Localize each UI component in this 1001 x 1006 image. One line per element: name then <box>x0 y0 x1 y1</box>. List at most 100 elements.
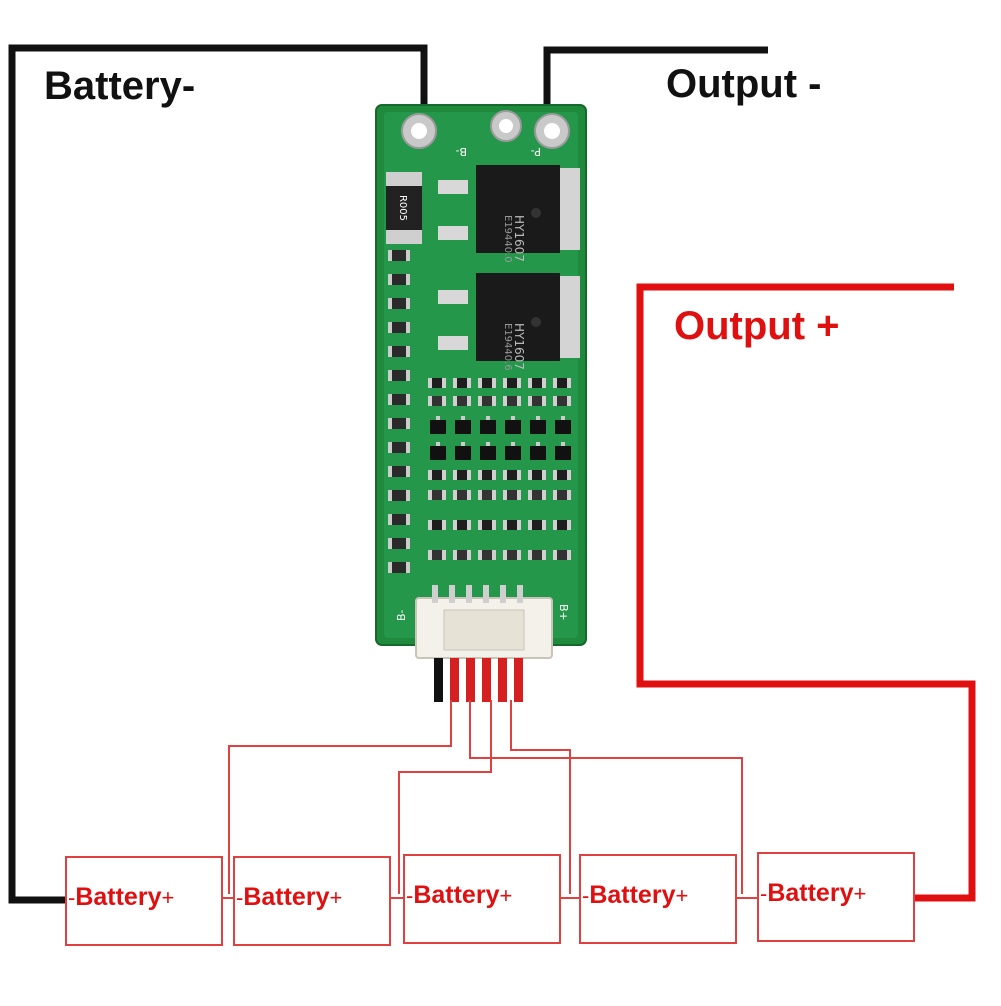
pad-p-minus-label: P- <box>531 145 541 158</box>
battery-cell-2 <box>233 856 391 946</box>
battery-pack <box>65 852 915 946</box>
smd-resistor <box>453 378 471 388</box>
smd-part <box>388 370 410 381</box>
smd-part <box>388 442 410 453</box>
shunt-resistor: R005 <box>386 172 422 244</box>
smd-part <box>388 538 410 549</box>
smd-transistor <box>480 420 496 434</box>
balance-lead <box>434 658 443 702</box>
output-plus-label: Output + <box>674 304 840 348</box>
smd-resistor <box>428 396 446 406</box>
smd-resistor <box>528 378 546 388</box>
battery-cell-3 <box>403 854 561 944</box>
smd-resistor <box>503 490 521 500</box>
smd-resistor <box>478 550 496 560</box>
smd-transistor <box>480 446 496 460</box>
pad-b-minus-bottom-label: B- <box>395 609 408 621</box>
smd-resistor <box>503 550 521 560</box>
smd-transistor <box>505 420 521 434</box>
smd-resistor <box>553 378 571 388</box>
smd-resistor <box>553 490 571 500</box>
balance-lead <box>482 658 491 702</box>
smd-resistor <box>478 396 496 406</box>
smd-resistor <box>503 378 521 388</box>
battery-plus-terminal: + <box>161 885 175 910</box>
smd-part <box>388 490 410 501</box>
connector-pin <box>483 585 489 603</box>
smd-part <box>388 562 410 573</box>
mosfet-2: HY1607 E19440.6 <box>438 273 580 371</box>
battery-cell-label: -Battery+ <box>68 885 174 910</box>
smd-transistor <box>530 420 546 434</box>
smd-transistor <box>555 446 571 460</box>
smd-part <box>388 298 410 309</box>
connector-pin <box>500 585 506 603</box>
smd-resistor <box>453 396 471 406</box>
smd-resistor <box>453 550 471 560</box>
battery-cell-text: Battery <box>589 881 676 909</box>
smd-resistor <box>503 396 521 406</box>
smd-resistor <box>553 550 571 560</box>
battery-minus-terminal: - <box>236 885 244 910</box>
smd-resistor <box>478 378 496 388</box>
balance-leads <box>434 658 523 702</box>
smd-part <box>388 466 410 477</box>
battery-plus-terminal: + <box>675 883 689 908</box>
battery-cell-5 <box>757 852 915 942</box>
smd-resistor <box>428 470 446 480</box>
shunt-resistor-code: R005 <box>397 195 408 221</box>
smd-resistor <box>553 520 571 530</box>
balance-connector <box>415 585 553 659</box>
battery-minus-label: Battery- <box>44 64 196 108</box>
battery-minus-terminal: - <box>68 885 76 910</box>
smd-resistor <box>528 396 546 406</box>
smd-transistor <box>430 420 446 434</box>
smd-part <box>388 394 410 405</box>
balance-wiring <box>228 700 743 894</box>
battery-cell-label: -Battery+ <box>760 881 866 906</box>
balance-lead <box>466 658 475 702</box>
smd-transistor <box>455 420 471 434</box>
battery-plus-terminal: + <box>329 885 343 910</box>
smd-resistor <box>528 490 546 500</box>
smd-resistor <box>503 470 521 480</box>
output-negative-wire <box>543 46 768 128</box>
smd-part <box>388 250 410 261</box>
output-minus-label: Output - <box>666 62 822 106</box>
battery-cell-1 <box>65 856 223 946</box>
smd-resistor <box>478 470 496 480</box>
battery-cell-label: -Battery+ <box>406 883 512 908</box>
battery-cell-label: -Battery+ <box>236 885 342 910</box>
mosfet-2-lot: E19440.6 <box>502 323 513 371</box>
battery-plus-terminal: + <box>499 883 513 908</box>
bms-board: B- P- R005 HY1607 E19440.0 HY1607 E194 <box>375 104 587 659</box>
smd-transistor <box>555 420 571 434</box>
smd-resistor <box>528 550 546 560</box>
battery-cell-text: Battery <box>767 879 854 907</box>
mosfet-2-marking: HY1607 <box>512 323 526 370</box>
connector-pin <box>466 585 472 603</box>
battery-cell-text: Battery <box>243 883 330 911</box>
smd-resistor <box>528 520 546 530</box>
smd-components <box>388 250 571 573</box>
balance-lead <box>450 658 459 702</box>
pad-b-plus-label: B+ <box>557 604 570 621</box>
smd-resistor <box>453 490 471 500</box>
mosfet-1: HY1607 E19440.0 <box>438 165 580 263</box>
balance-lead <box>498 658 507 702</box>
smd-resistor <box>478 490 496 500</box>
smd-part <box>388 322 410 333</box>
smd-part <box>388 418 410 429</box>
mosfet-1-marking: HY1607 <box>512 215 526 262</box>
smd-transistor <box>430 446 446 460</box>
battery-cell-text: Battery <box>75 883 162 911</box>
mosfet-1-lot: E19440.0 <box>502 215 513 263</box>
smd-resistor <box>478 520 496 530</box>
battery-cell-text: Battery <box>413 881 500 909</box>
battery-cell-4 <box>579 854 737 944</box>
battery-minus-terminal: - <box>406 883 414 908</box>
battery-minus-terminal: - <box>582 883 590 908</box>
smd-resistor <box>428 520 446 530</box>
